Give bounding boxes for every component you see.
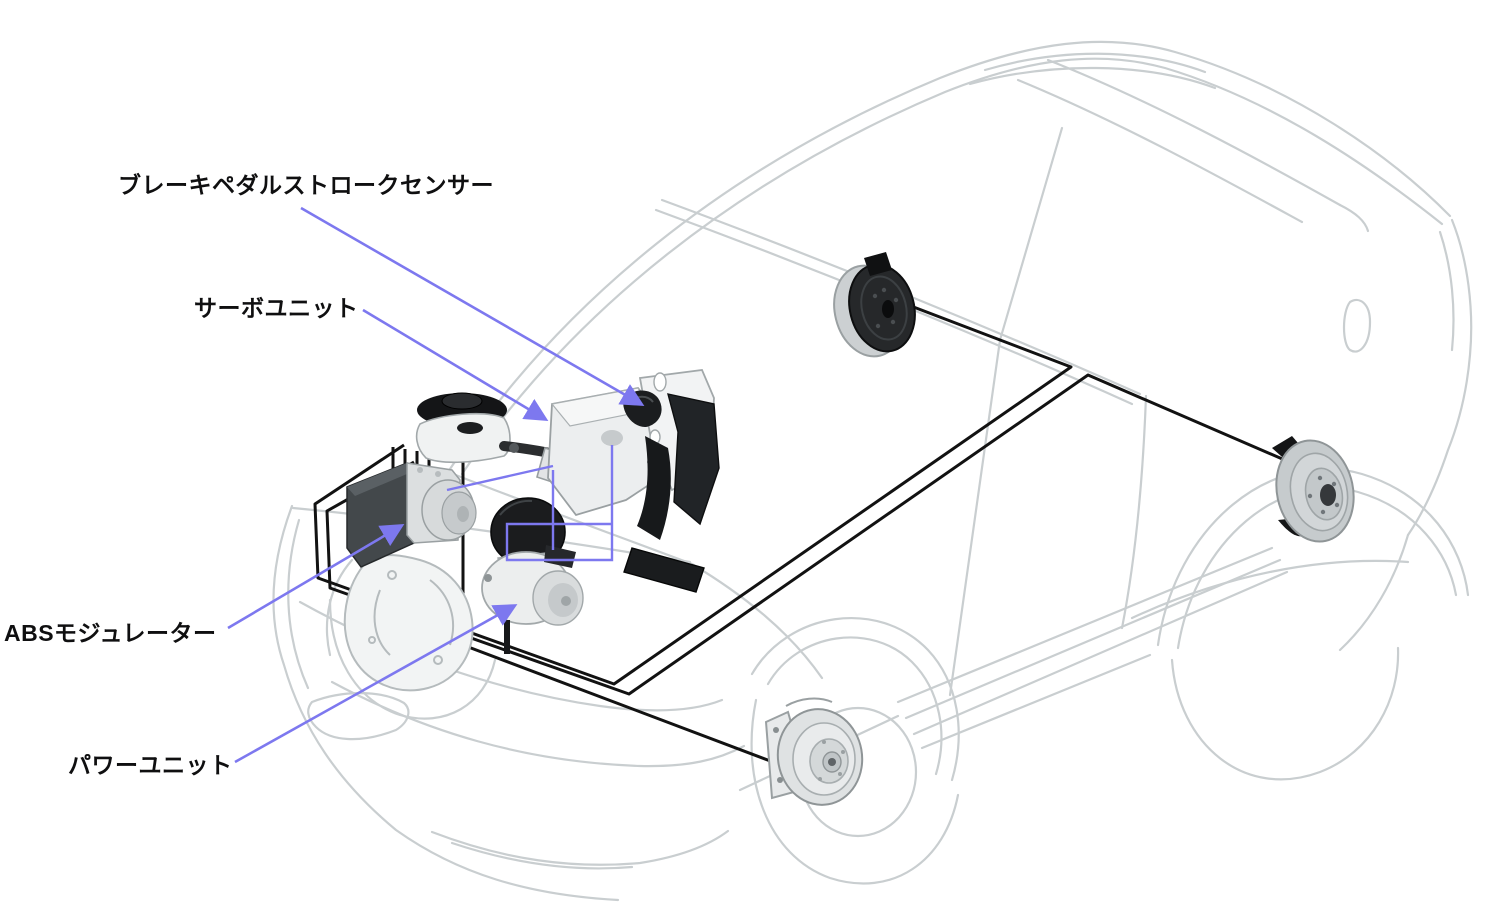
leader-servo-unit	[362, 308, 549, 422]
leader-abs-modulator	[227, 524, 405, 630]
pedal-pad	[623, 547, 705, 593]
brake-pipe-rear-right	[325, 373, 1288, 696]
rear-left-caliper	[864, 252, 892, 276]
power-unit-graphic	[481, 497, 584, 654]
abs-modulator-graphic	[346, 462, 477, 568]
front-left-knuckle-graphic	[343, 554, 474, 692]
label-brake-pedal-stroke-sensor: ブレーキペダルストロークセンサー	[118, 172, 494, 198]
rear-left-brake-disc	[833, 252, 916, 358]
rear-right-brake-disc	[1272, 436, 1355, 543]
headlamp-outline	[307, 692, 410, 741]
leader-brake-pedal-stroke-sensor	[300, 206, 645, 406]
fuel-door-outline	[1342, 298, 1372, 353]
sensor-wiring-lines	[446, 445, 614, 562]
label-servo-unit: サーボユニット	[194, 295, 359, 321]
label-power-unit: パワーユニット	[68, 752, 233, 778]
leader-arrows	[227, 206, 645, 764]
front-right-brake-disc	[764, 697, 864, 806]
label-abs-modulator: ABSモジュレーター	[4, 620, 217, 646]
leader-power-unit	[234, 604, 518, 764]
reservoir-graphic	[415, 392, 555, 464]
brake-pedal-graphic	[623, 369, 720, 593]
